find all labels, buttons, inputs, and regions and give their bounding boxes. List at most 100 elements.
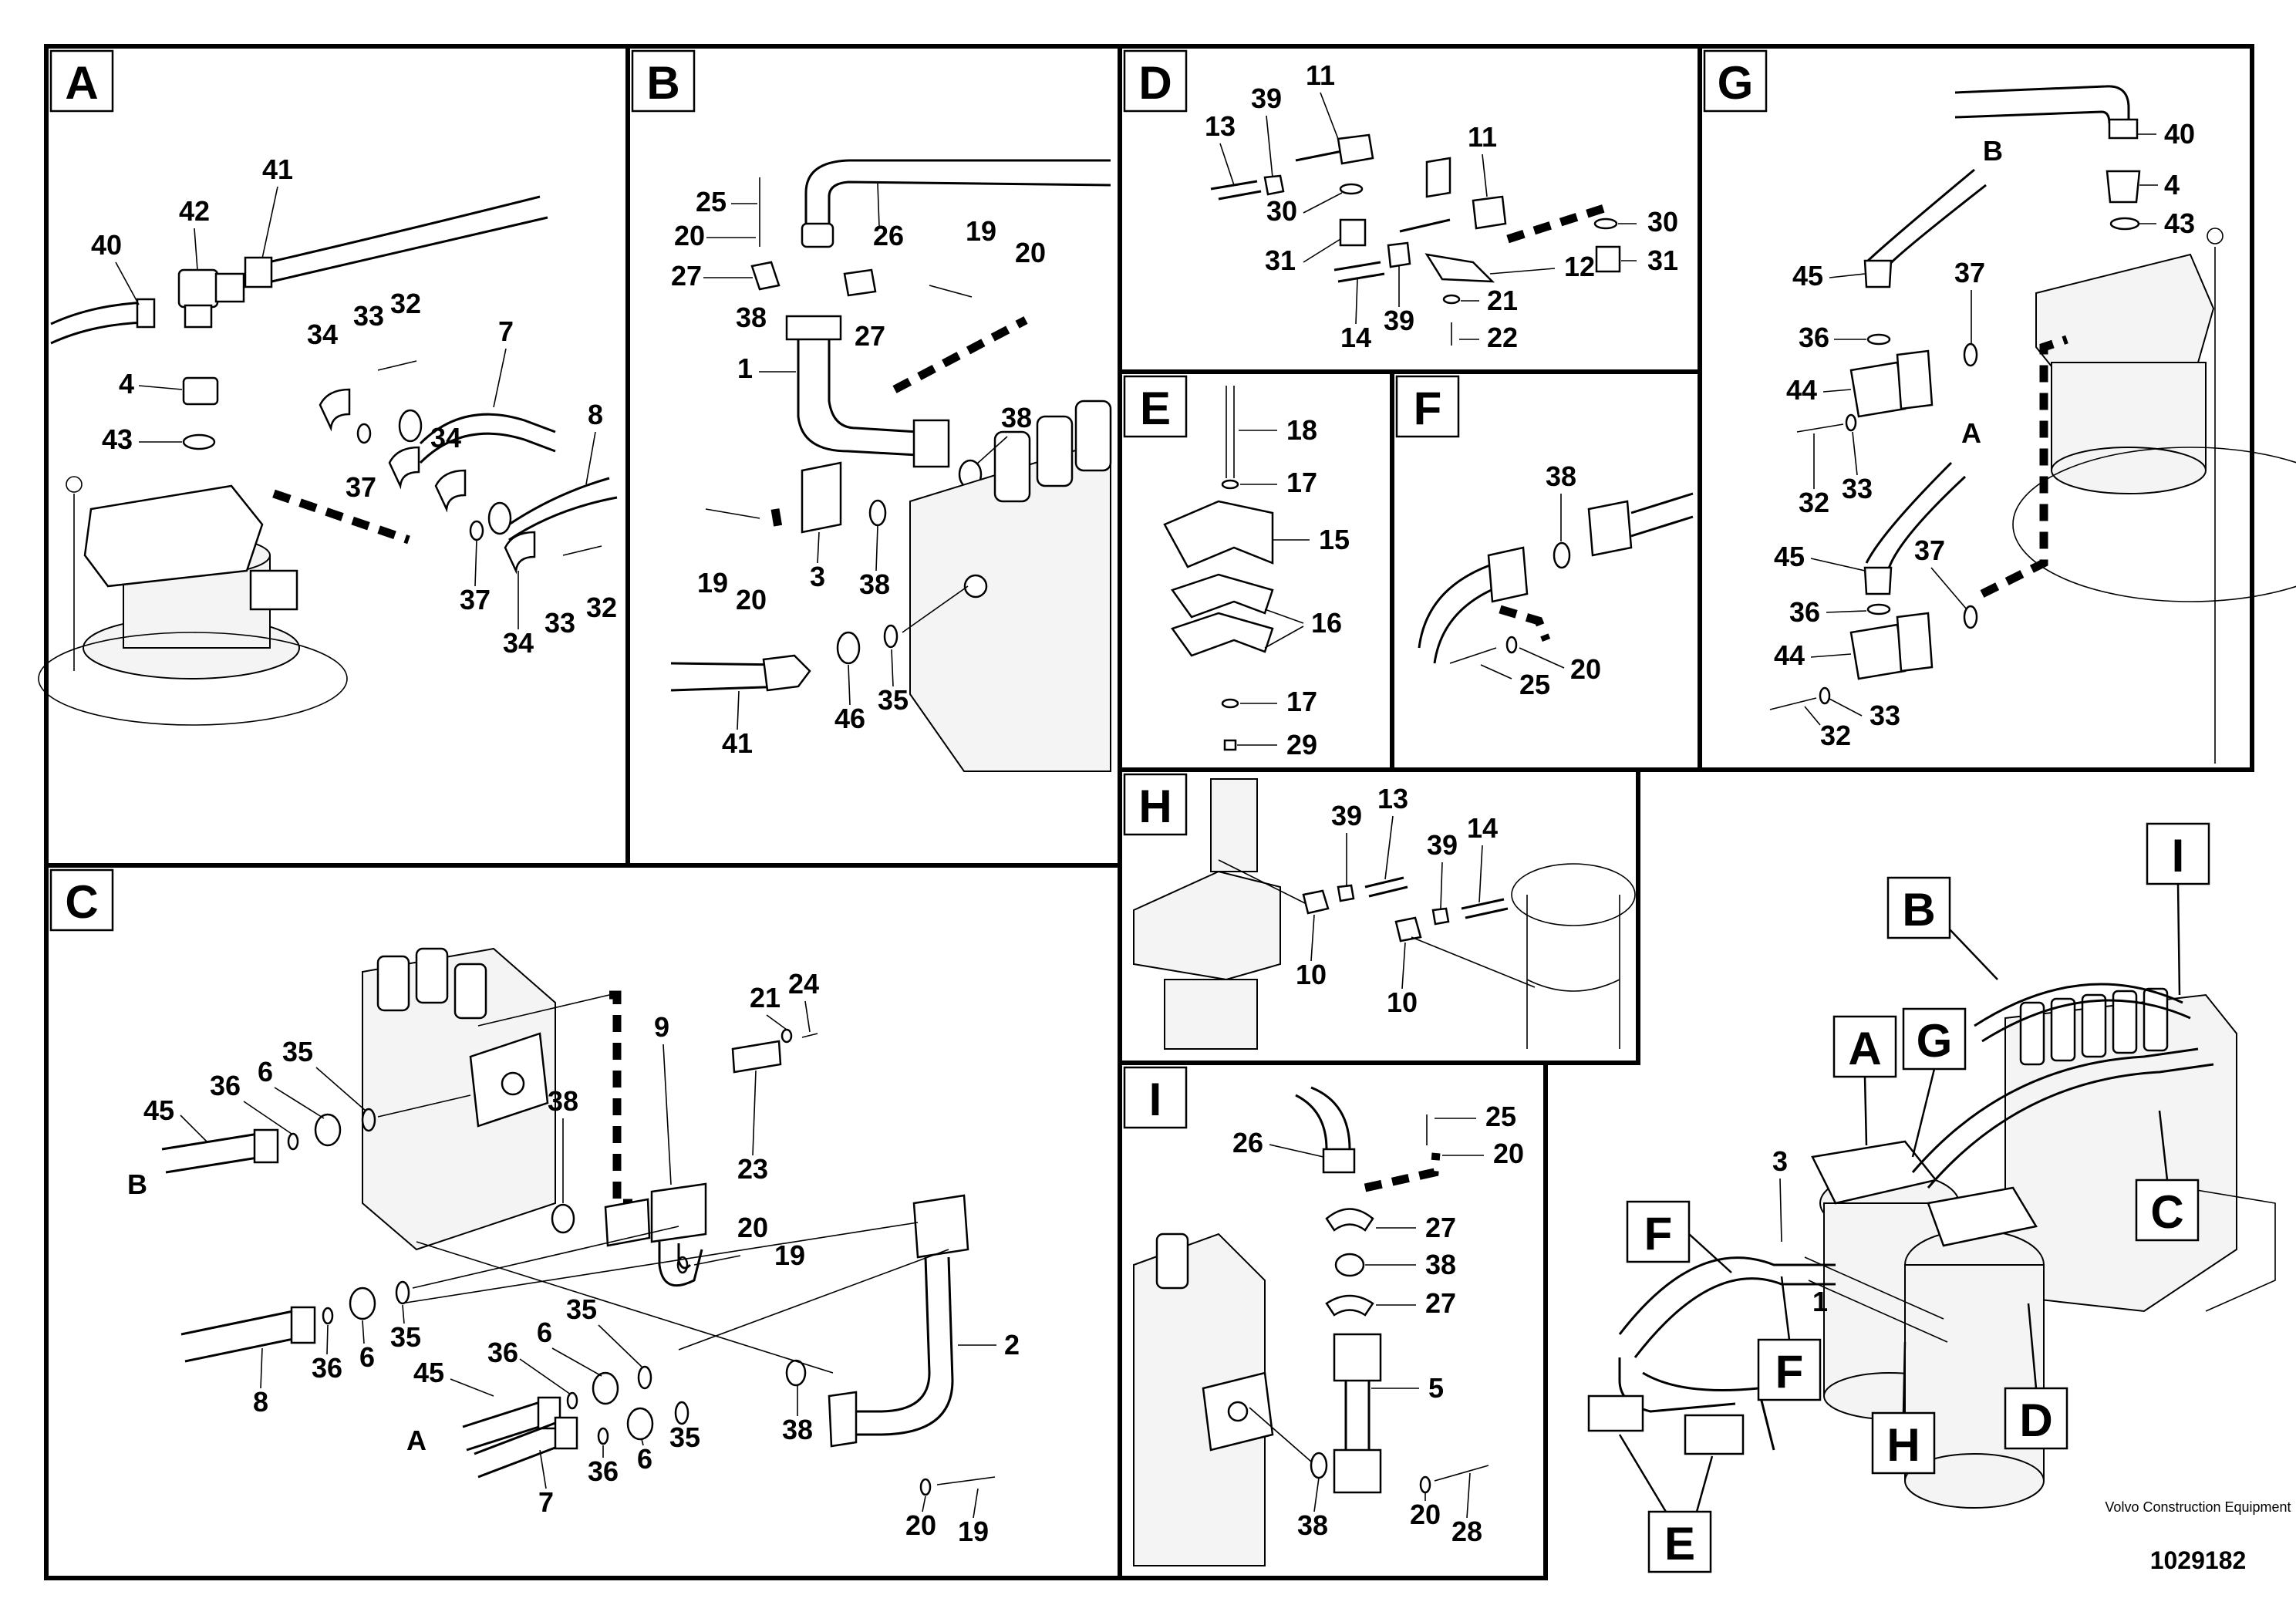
callout-24: 24	[788, 968, 819, 1000]
callout-21: 21	[750, 982, 781, 1013]
callout-30: 30	[1266, 195, 1297, 227]
o-ring	[551, 1203, 575, 1234]
callout-46: 46	[834, 703, 865, 734]
leader-line	[1949, 929, 1998, 980]
hose	[1865, 168, 1975, 264]
leader-line	[1829, 698, 1863, 717]
motor-base	[2012, 447, 2296, 602]
pipe	[828, 339, 919, 433]
o-ring	[637, 1365, 652, 1390]
callout-36: 36	[312, 1352, 342, 1384]
hose	[1337, 272, 1385, 283]
panel-c: C	[44, 863, 1122, 1580]
callout-20: 20	[1570, 653, 1601, 685]
leader-dashed	[272, 489, 410, 545]
clip	[1263, 174, 1285, 196]
leader-line	[2027, 1303, 2038, 1389]
flange-block	[1333, 1448, 1382, 1494]
overview-label-d: D	[2019, 1394, 2052, 1446]
bolt	[1434, 1465, 1489, 1482]
leader-line	[1411, 936, 1536, 988]
bolt	[1769, 697, 1817, 710]
overview-label-e: E	[1664, 1518, 1695, 1570]
callout-14: 14	[1467, 812, 1498, 844]
hose	[180, 1310, 294, 1336]
callout-41: 41	[722, 727, 753, 759]
leader-line	[477, 994, 610, 1027]
callout-34: 34	[503, 627, 534, 659]
motor-flange	[1133, 870, 1281, 981]
panel-h-letter: H	[1138, 781, 1172, 832]
callout-7: 7	[538, 1486, 554, 1518]
leader-line	[976, 436, 1008, 465]
nut	[1223, 739, 1237, 751]
leader-line	[1466, 1472, 1471, 1519]
callout-42: 42	[179, 195, 210, 227]
callout-32: 32	[1820, 720, 1851, 751]
valve-spool	[376, 955, 410, 1012]
hose	[1981, 999, 2191, 1043]
bracket	[1684, 1414, 1745, 1455]
washer	[919, 1478, 932, 1496]
leader-line	[1218, 859, 1312, 907]
clip	[1387, 241, 1411, 268]
hose	[50, 321, 147, 345]
port	[501, 1071, 525, 1096]
washer	[1819, 686, 1831, 705]
callout-44: 44	[1774, 639, 1805, 671]
pipe	[1630, 492, 1694, 514]
panel-f-badge	[1395, 375, 1460, 438]
callout-36: 36	[588, 1455, 619, 1487]
tube	[1364, 876, 1404, 889]
callout-27: 27	[1425, 1212, 1456, 1243]
o-ring	[868, 499, 887, 527]
port	[963, 574, 988, 599]
leader-line	[1930, 567, 1967, 610]
callout-A: A	[1961, 417, 1981, 449]
callout-43: 43	[102, 423, 133, 455]
hose-fitting	[1863, 566, 1893, 595]
pipe	[797, 339, 919, 457]
clamp-half	[1170, 573, 1274, 619]
clip	[1337, 884, 1355, 902]
leader-line	[1303, 192, 1343, 214]
washer	[1845, 413, 1857, 432]
overview-label-g: G	[1917, 1015, 1953, 1067]
leader-line	[474, 539, 477, 587]
o-ring	[1593, 218, 1618, 230]
leader-line	[1804, 706, 1821, 726]
callout-B: B	[1983, 135, 2003, 167]
flange-block	[1333, 1333, 1382, 1382]
leader-line	[875, 525, 878, 572]
leader-line	[766, 1014, 787, 1030]
valve-spool	[2143, 987, 2169, 1052]
leader-line	[551, 1347, 602, 1377]
adapter	[182, 376, 219, 406]
callout-27: 27	[855, 320, 885, 352]
adapter	[592, 1371, 619, 1405]
valve-spool	[1074, 400, 1112, 472]
callout-21: 21	[1487, 285, 1518, 316]
overview-callout-3: 3	[1772, 1145, 1788, 1177]
pipe	[1630, 515, 1694, 538]
callout-38: 38	[859, 568, 890, 600]
leader-line	[1266, 115, 1273, 178]
leader-line	[402, 1304, 405, 1324]
rod-eye	[2207, 228, 2224, 244]
callout-36: 36	[210, 1070, 241, 1101]
callout-3: 3	[810, 561, 825, 592]
callout-29: 29	[1286, 729, 1317, 760]
callout-45: 45	[413, 1357, 444, 1388]
callout-35: 35	[566, 1293, 597, 1325]
leader-line	[1688, 1233, 1732, 1273]
leader-line	[1804, 1256, 1944, 1320]
leader-line	[1519, 647, 1565, 669]
o-ring	[1339, 183, 1364, 195]
hose-fitting	[762, 654, 811, 692]
leader-line	[180, 1114, 207, 1142]
leader-line	[1780, 1276, 1791, 1340]
tee-fitting	[184, 304, 213, 329]
valve-block	[249, 569, 298, 611]
o-ring	[785, 1359, 807, 1387]
callout-37: 37	[1914, 534, 1945, 566]
